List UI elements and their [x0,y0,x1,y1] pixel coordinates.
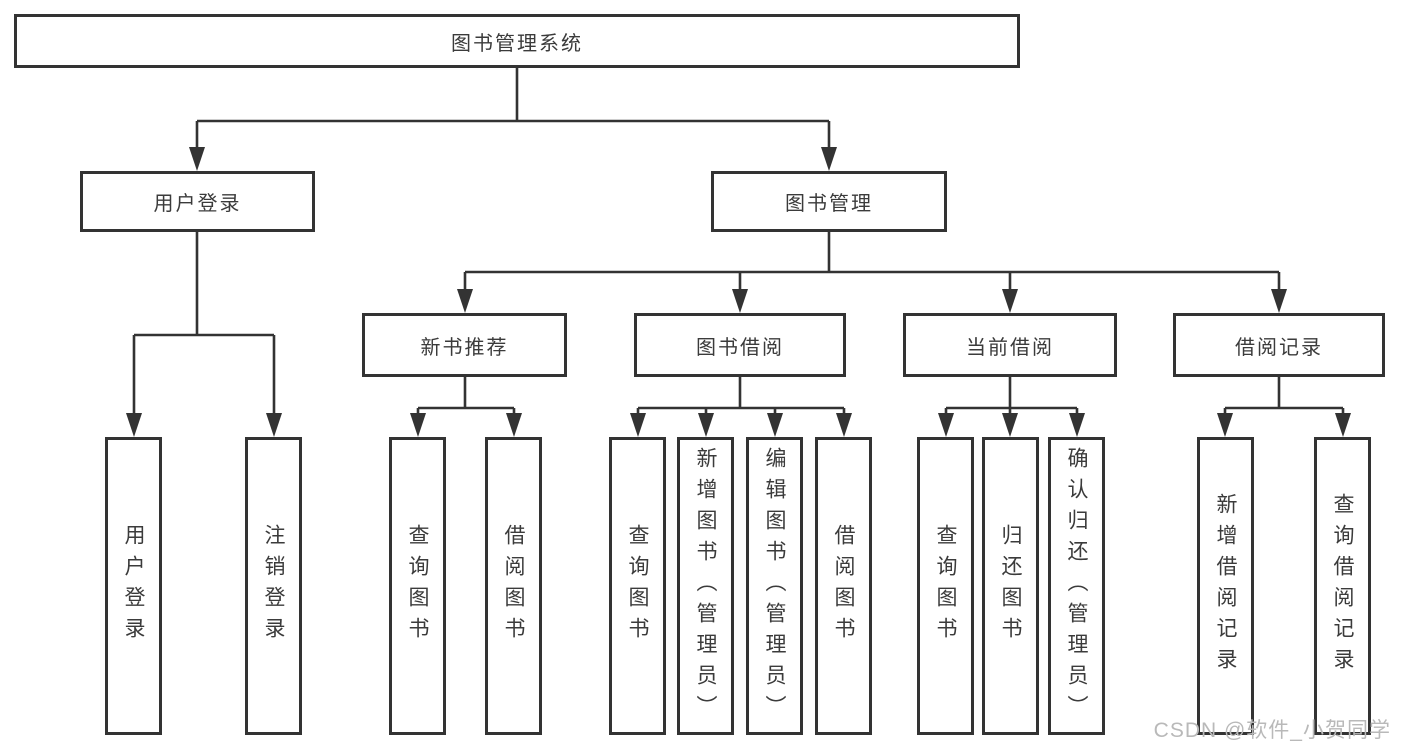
node-borrow-records: 借阅记录 [1173,313,1385,377]
csdn-watermark: CSDN @软件_小贺同学 [1153,719,1391,742]
leaf-label: 新增图书（管理员） [694,446,717,726]
node-label: 用户登录 [153,193,242,215]
leaf-label: 确认归还（管理员） [1065,446,1088,726]
leaf-query-books-3: 查询图书 [917,437,974,735]
leaf-borrow-books-1: 借阅图书 [485,437,542,735]
node-root: 图书管理系统 [14,14,1020,68]
leaf-label: 归还图书 [999,524,1022,648]
node-label: 图书借阅 [696,336,784,359]
leaf-label: 借阅图书 [832,524,855,648]
leaf-label: 查询借阅记录 [1331,493,1354,679]
leaf-query-books-1: 查询图书 [389,437,446,735]
leaf-label: 编辑图书（管理员） [763,446,786,726]
leaf-user-login: 用户登录 [105,437,162,735]
node-book-borrow: 图书借阅 [634,313,846,377]
node-label: 图书管理 [785,193,873,215]
leaf-logout: 注销登录 [245,437,302,735]
leaf-query-books-2: 查询图书 [609,437,666,735]
leaf-label: 新增借阅记录 [1214,493,1237,679]
node-root-label: 图书管理系统 [451,32,583,55]
leaf-label: 注销登录 [262,524,285,648]
leaf-add-book-admin: 新增图书（管理员） [677,437,734,735]
leaf-return-book: 归还图书 [982,437,1039,735]
leaf-edit-book-admin: 编辑图书（管理员） [746,437,803,735]
leaf-label: 查询图书 [406,524,429,648]
node-user-login-branch: 用户登录 [80,171,315,232]
leaf-label: 查询图书 [934,524,957,648]
leaf-borrow-books-2: 借阅图书 [815,437,872,735]
leaf-label: 查询图书 [626,524,649,648]
node-current-borrow: 当前借阅 [903,313,1117,377]
node-label: 当前借阅 [966,336,1054,359]
leaf-label: 借阅图书 [502,524,525,648]
leaf-add-borrow-record: 新增借阅记录 [1197,437,1254,735]
leaf-query-borrow-record: 查询借阅记录 [1314,437,1371,735]
node-new-book-recommend: 新书推荐 [362,313,567,377]
node-book-management-branch: 图书管理 [711,171,947,232]
node-label: 新书推荐 [420,336,509,359]
leaf-confirm-return-admin: 确认归还（管理员） [1048,437,1105,735]
leaf-label: 用户登录 [122,524,145,648]
node-label: 借阅记录 [1235,336,1323,359]
